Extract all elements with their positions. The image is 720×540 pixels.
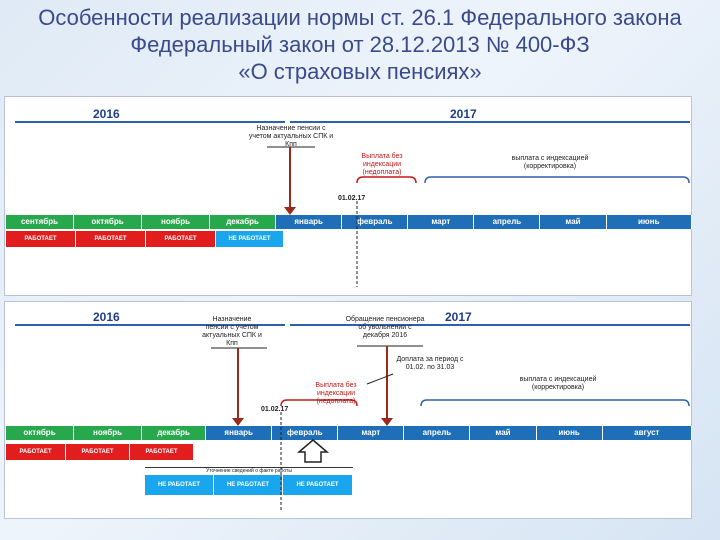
indexed-brace (420, 399, 690, 407)
status-working: РАБОТАЕТ (130, 444, 194, 460)
timeline-arrows-top (267, 146, 690, 287)
timeline-arrows-bottom (211, 345, 690, 512)
year-2017-line (290, 324, 690, 326)
no-index-note: Выплата без индексации (недоплата) (361, 153, 403, 176)
title-line-2: Федеральный закон от 28.12.2013 № 400-ФЗ (130, 32, 590, 57)
month-cell: октябрь (74, 215, 143, 229)
no-index-brace (356, 176, 417, 184)
surcharge-pointer (366, 373, 394, 385)
status-row: РАБОТАЕТ РАБОТАЕТ РАБОТАЕТ НЕ РАБОТАЕТ (6, 231, 284, 247)
month-cell: июнь (536, 426, 603, 440)
status-working: РАБОТАЕТ (6, 444, 66, 460)
month-cell: май (540, 215, 607, 229)
month-cell: июнь (606, 215, 693, 229)
request-note: Обращение пенсионера об увольнении с дек… (345, 316, 425, 339)
year-2017-line (290, 121, 690, 123)
appointment-note: Назначение пенсии с учетом актуальных СП… (248, 125, 334, 148)
status-not-working: НЕ РАБОТАЕТ (145, 475, 214, 495)
status-clarification-caption: Уточнение сведений о факте работы (145, 467, 353, 474)
year-2017-label: 2017 (445, 310, 472, 324)
timeline-panel-top: 2016 2017 Назначение пенсии с учетом акт… (4, 96, 693, 296)
request-arrowhead (381, 418, 393, 426)
month-cell: сентябрь (6, 215, 75, 229)
month-cell: апрель (404, 426, 471, 440)
month-cell: ноябрь (142, 215, 211, 229)
no-index-note: Выплата без индексации (недоплата) (315, 382, 357, 405)
indexed-note: выплата с индексацией (корректировка) (519, 376, 597, 391)
title-line-3: «О страховых пенсиях» (238, 59, 482, 84)
month-cell: октябрь (6, 426, 75, 440)
month-cell: январь (206, 426, 273, 440)
title-line-1: Особенности реализации нормы ст. 26.1 Фе… (38, 5, 682, 30)
month-cell: август (602, 426, 693, 440)
month-cell: март (338, 426, 405, 440)
indexed-note: выплата с индексацией (корректировка) (511, 155, 589, 170)
timeline-panel-bottom: 2016 2017 Назначение пенсии с учетом акт… (4, 301, 693, 519)
month-cell: декабрь (142, 426, 207, 440)
status-not-working: НЕ РАБОТАЕТ (214, 475, 283, 495)
year-2016-line (15, 121, 285, 123)
month-cell: февраль (272, 426, 339, 440)
status-row-not-working: НЕ РАБОТАЕТ НЕ РАБОТАЕТ НЕ РАБОТАЕТ (145, 475, 353, 495)
surcharge-note: Доплата за период с 01.02. по 31.03 (396, 356, 464, 371)
status-not-working: НЕ РАБОТАЕТ (216, 231, 284, 247)
year-2016-label: 2016 (93, 310, 120, 324)
month-cell: март (408, 215, 475, 229)
status-working: РАБОТАЕТ (76, 231, 146, 247)
indexed-brace (424, 176, 690, 184)
month-cell: февраль (342, 215, 409, 229)
status-not-working: НЕ РАБОТАЕТ (283, 475, 353, 495)
year-2016-label: 2016 (93, 107, 120, 121)
year-2017-label: 2017 (450, 107, 477, 121)
up-arrow-icon (296, 439, 330, 463)
status-working: РАБОТАЕТ (146, 231, 216, 247)
status-working: РАБОТАЕТ (6, 231, 76, 247)
status-row-working: РАБОТАЕТ РАБОТАЕТ РАБОТАЕТ (6, 444, 194, 460)
months-row: сентябрь октябрь ноябрь декабрь январь ф… (6, 215, 693, 229)
slide-title: Особенности реализации нормы ст. 26.1 Фе… (0, 4, 720, 85)
months-row: октябрь ноябрь декабрь январь февраль ма… (6, 426, 693, 440)
status-working: РАБОТАЕТ (66, 444, 130, 460)
month-cell: ноябрь (74, 426, 143, 440)
date-label: 01.02.17 (261, 406, 289, 413)
year-2016-line (15, 324, 285, 326)
appointment-arrowhead (284, 207, 296, 215)
month-cell: декабрь (210, 215, 277, 229)
date-label: 01.02.17 (338, 195, 366, 202)
appointment-note: Назначение пенсии с учетом актуальных СП… (202, 316, 262, 347)
month-cell: май (470, 426, 537, 440)
month-cell: апрель (474, 215, 541, 229)
appointment-arrowhead (232, 418, 244, 426)
month-cell: январь (276, 215, 343, 229)
no-index-brace (280, 399, 358, 407)
